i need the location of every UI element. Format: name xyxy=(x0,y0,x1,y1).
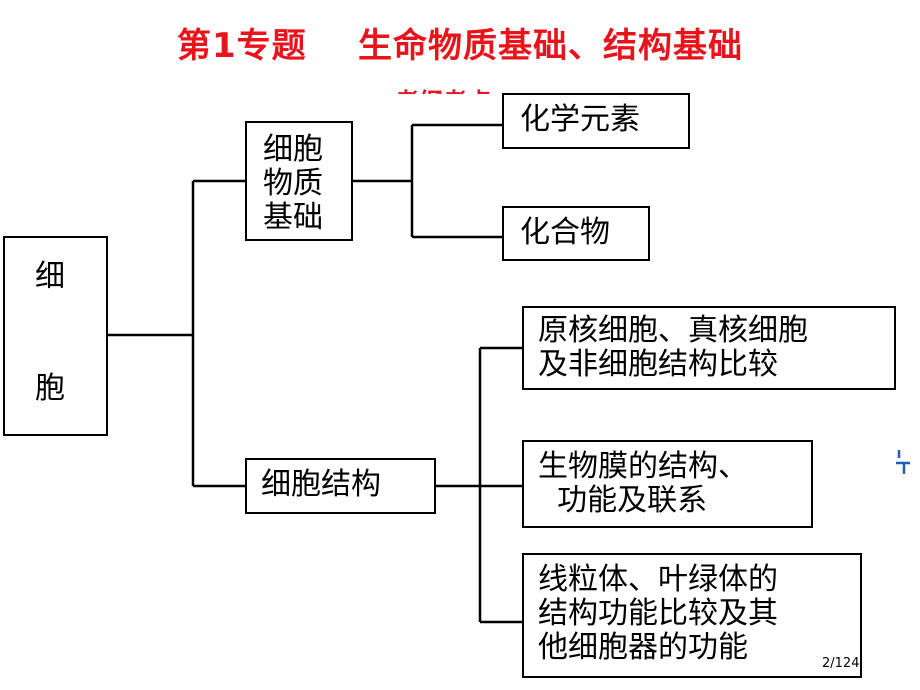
organelles-line-3: 他细胞器的功能 xyxy=(538,630,748,665)
biomembrane-line-1: 生物膜的结构、 xyxy=(538,449,748,484)
node-cell-type-comparison: 原核细胞、真核细胞 及非细胞结构比较 xyxy=(522,306,896,390)
material-label-line-2: 物质 xyxy=(263,166,323,201)
comparison-line-2: 及非细胞结构比较 xyxy=(538,347,778,382)
root-label-line-1: 细 xyxy=(35,259,65,294)
node-organelles: 线粒体、叶绿体的 结构功能比较及其 他细胞器的功能 xyxy=(522,553,862,678)
node-material-basis: 细胞 物质 基础 xyxy=(245,121,353,241)
biomembrane-line-2: 功能及联系 xyxy=(538,483,708,518)
comparison-line-1: 原核细胞、真核细胞 xyxy=(538,313,808,348)
edge-fragment-icon xyxy=(896,450,910,474)
slide-subtitle: 考纲考点 xyxy=(395,82,491,94)
page-number: 2/124 xyxy=(822,656,860,671)
slide-title: 第1专题 生命物质基础、结构基础 xyxy=(176,26,743,66)
node-biomembrane: 生物膜的结构、 功能及联系 xyxy=(522,440,813,528)
organelles-line-1: 线粒体、叶绿体的 xyxy=(538,562,778,597)
node-chemical-elements: 化学元素 xyxy=(502,93,690,149)
material-label-line-1: 细胞 xyxy=(263,132,323,167)
material-label-line-3: 基础 xyxy=(263,200,323,235)
node-cell-structure: 细胞结构 xyxy=(245,458,436,514)
organelles-line-2: 结构功能比较及其 xyxy=(538,596,778,631)
root-label-line-2: 胞 xyxy=(35,371,65,406)
node-compounds: 化合物 xyxy=(502,206,650,261)
structure-label: 细胞结构 xyxy=(261,467,381,502)
slide-subtitle-clipped: 考纲考点 xyxy=(395,80,515,94)
root-node-cell: 细 胞 xyxy=(3,236,108,436)
compounds-label: 化合物 xyxy=(520,215,610,250)
elements-label: 化学元素 xyxy=(520,102,640,137)
